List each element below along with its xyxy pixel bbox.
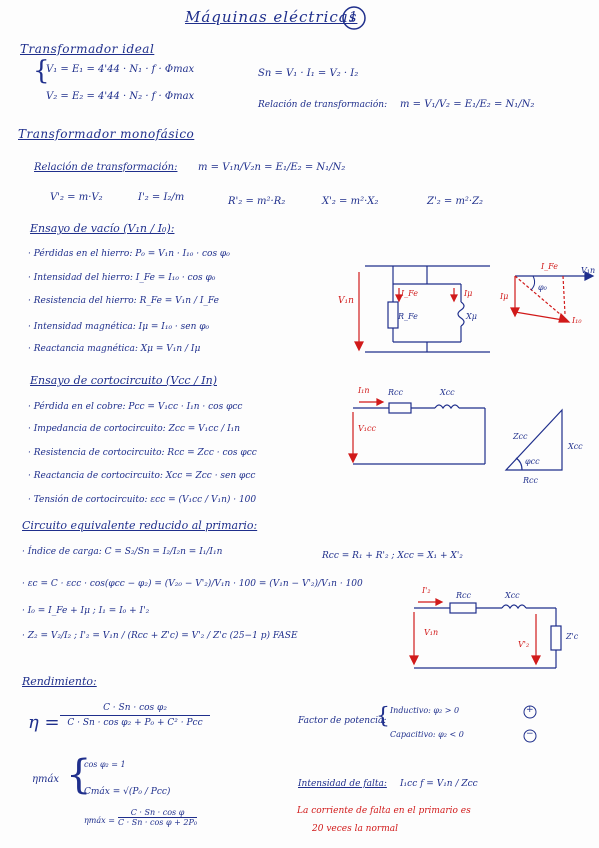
equiv-side-eq: Rcc = R₁ + R'₂ ; Xcc = X₁ + X'₂: [322, 551, 463, 561]
equiv-circuit-i: I'₂: [422, 586, 431, 595]
vacio-heading: Ensayo de vacío (V₁n / I₀):: [30, 222, 175, 235]
rend-max-2: Cmáx = √(P₀ / Pcc): [84, 787, 171, 797]
mono-ratio: m = V₁n/V₂n = E₁/E₂ = N₁/N₂: [198, 162, 346, 173]
vacio-phasor-i10: I₁₀: [572, 316, 582, 325]
rend-pf-cap: Capacitivo: φ₂ < 0: [390, 730, 464, 739]
rend-pf-plus: +: [526, 705, 534, 715]
rend-note-2: 20 veces la normal: [312, 824, 398, 834]
vacio-circuit-xmu: Xμ: [466, 312, 477, 321]
equiv-item-2: · εc = C · εcc · cos(φcc − φ₂) = (V₂₀ − …: [22, 579, 363, 589]
rend-eta-fraction: C · Sn · cos φ₂ C · Sn · cos φ₂ + P₀ + C…: [60, 703, 210, 728]
rend-pf-label: Factor de potencia:: [298, 716, 387, 726]
rend-eta-den: C · Sn · cos φ₂ + P₀ + C² · Pcc: [67, 718, 203, 728]
rend-max-3-fraction: C · Sn · cos φ C · Sn · cos φ + 2P₀: [118, 808, 198, 827]
rend-note-1: La corriente de falta en el primario es: [297, 806, 471, 816]
rend-heading: Rendimiento:: [22, 675, 97, 688]
rend-eta-symbol: η =: [28, 712, 60, 733]
rend-pf-minus: −: [526, 729, 534, 739]
vacio-circuit-v: V₁n: [338, 296, 354, 306]
equiv-item-1: · Índice de carga: C = S₂/Sn = I₂/I₂n = …: [22, 547, 223, 557]
vacio-item-2: · Intensidad del hierro: I_Fe = I₁₀ · co…: [28, 273, 216, 283]
rend-max-1: cos φ₂ = 1: [84, 760, 126, 769]
page-number-circle: [342, 6, 366, 30]
equiv-circuit-v2: V'₂: [518, 640, 530, 649]
equiv-item-4: · Z₂ = V₂/I₂ ; I'₂ = V₁n / (Rcc + Z'c) =…: [22, 631, 298, 641]
ideal-heading: Transformador ideal: [20, 42, 155, 56]
cc-triangle-phi: φcc: [525, 457, 540, 466]
rend-max-label: ηmáx: [32, 774, 60, 785]
ideal-eq2: V₂ = E₂ = 4'44 · N₂ · f · Φmax: [46, 91, 195, 102]
page-number: 1: [349, 10, 358, 25]
cc-item-3: · Resistencia de cortocircuito: Rcc = Zc…: [28, 448, 257, 458]
rend-fault-eq: I₁cc f = V₁n / Zcc: [400, 779, 478, 789]
cc-circuit-xcc: Xcc: [440, 388, 455, 397]
equiv-circuit-diagram: [409, 598, 562, 669]
mono-ref-x2: X'₂ = m²·X₂: [322, 196, 379, 207]
cc-circuit-diagram: [348, 398, 486, 465]
mono-ref-v2: V'₂ = m·V₂: [50, 192, 103, 203]
mono-ratio-label: Relación de transformación:: [34, 162, 178, 173]
cc-item-2: · Impedancia de cortocircuito: Zcc = V₁c…: [28, 424, 241, 434]
equiv-circuit-xcc: Xcc: [505, 591, 520, 600]
mono-heading: Transformador monofásico: [18, 127, 195, 141]
rend-pf-brace: {: [376, 704, 390, 729]
ideal-eq1: V₁ = E₁ = 4'44 · N₁ · f · Φmax: [46, 64, 195, 75]
cc-triangle-rcc: Rcc: [523, 476, 538, 485]
ideal-ratio-label: Relación de transformación:: [258, 100, 388, 110]
ideal-ratio: m = V₁/V₂ = E₁/E₂ = N₁/N₂: [400, 99, 535, 110]
cc-item-4: · Reactancia de cortocircuito: Xcc = Zcc…: [28, 471, 256, 481]
equiv-circuit-zc: Z'c: [566, 632, 579, 641]
ideal-power: Sn = V₁ · I₁ = V₂ · I₂: [258, 68, 359, 79]
rend-max-3-den: C · Sn · cos φ + 2P₀: [118, 818, 198, 827]
cc-item-5: · Tensión de cortocircuito: εcc = (V₁cc …: [28, 495, 257, 505]
vacio-phasor-ife: I_Fe: [541, 262, 559, 271]
equiv-heading: Circuito equivalente reducido al primari…: [22, 519, 258, 532]
cc-item-1: · Pérdida en el cobre: Pcc = V₁cc · I₁n …: [28, 402, 243, 412]
rend-pf-sign-circles: [523, 705, 537, 743]
vacio-phasor-phi: φ₀: [538, 283, 547, 292]
vacio-phasor-imu: Iμ: [500, 292, 509, 301]
rend-eta-num: C · Sn · cos φ₂: [60, 703, 210, 716]
vacio-item-5: · Reactancia magnética: Xμ = V₁n / Iμ: [28, 344, 201, 354]
mono-ref-i2: I'₂ = I₂/m: [138, 192, 185, 203]
cc-circuit-i: I₁n: [358, 386, 370, 395]
equiv-circuit-rcc: Rcc: [456, 591, 471, 600]
page-title: Máquinas eléctricas: [185, 8, 358, 26]
vacio-item-4: · Intensidad magnética: Iμ = I₁₀ · sen φ…: [28, 322, 210, 332]
vacio-circuit-diagram: [354, 265, 490, 353]
vacio-circuit-ife: I_Fe: [401, 289, 419, 298]
cc-heading: Ensayo de cortocircuito (Vcc / In): [30, 374, 217, 387]
ideal-brace: {: [33, 56, 50, 86]
cc-triangle-xcc: Xcc: [568, 442, 583, 451]
equiv-circuit-v1: V₁n: [424, 628, 439, 637]
cc-circuit-v: V₁cc: [358, 424, 376, 433]
vacio-phasor-v: V₁n: [581, 266, 596, 275]
mono-ref-z2: Z'₂ = m²·Z₂: [427, 196, 484, 207]
vacio-item-3: · Resistencia del hierro: R_Fe = V₁n / I…: [28, 296, 219, 306]
vacio-circuit-imu: Iμ: [464, 289, 473, 298]
cc-impedance-triangle: [504, 408, 563, 471]
mono-ref-r2: R'₂ = m²·R₂: [228, 196, 286, 207]
cc-triangle-zcc: Zcc: [513, 432, 528, 441]
equiv-item-3: · I₀ = I_Fe + Iμ ; I₁ = I₀ + I'₂: [22, 606, 150, 616]
vacio-circuit-rfe: R_Fe: [398, 312, 418, 321]
vacio-phasor-diagram: [510, 271, 595, 323]
vacio-item-1: · Pérdidas en el hierro: P₀ = V₁n · I₁₀ …: [28, 249, 230, 259]
cc-circuit-rcc: Rcc: [388, 388, 403, 397]
rend-max-3-prefix: ηmáx =: [84, 816, 115, 825]
rend-pf-ind: Inductivo: φ₂ > 0: [390, 706, 460, 715]
rend-max-3-num: C · Sn · cos φ: [118, 808, 198, 818]
rend-fault-label: Intensidad de falta:: [298, 779, 387, 789]
